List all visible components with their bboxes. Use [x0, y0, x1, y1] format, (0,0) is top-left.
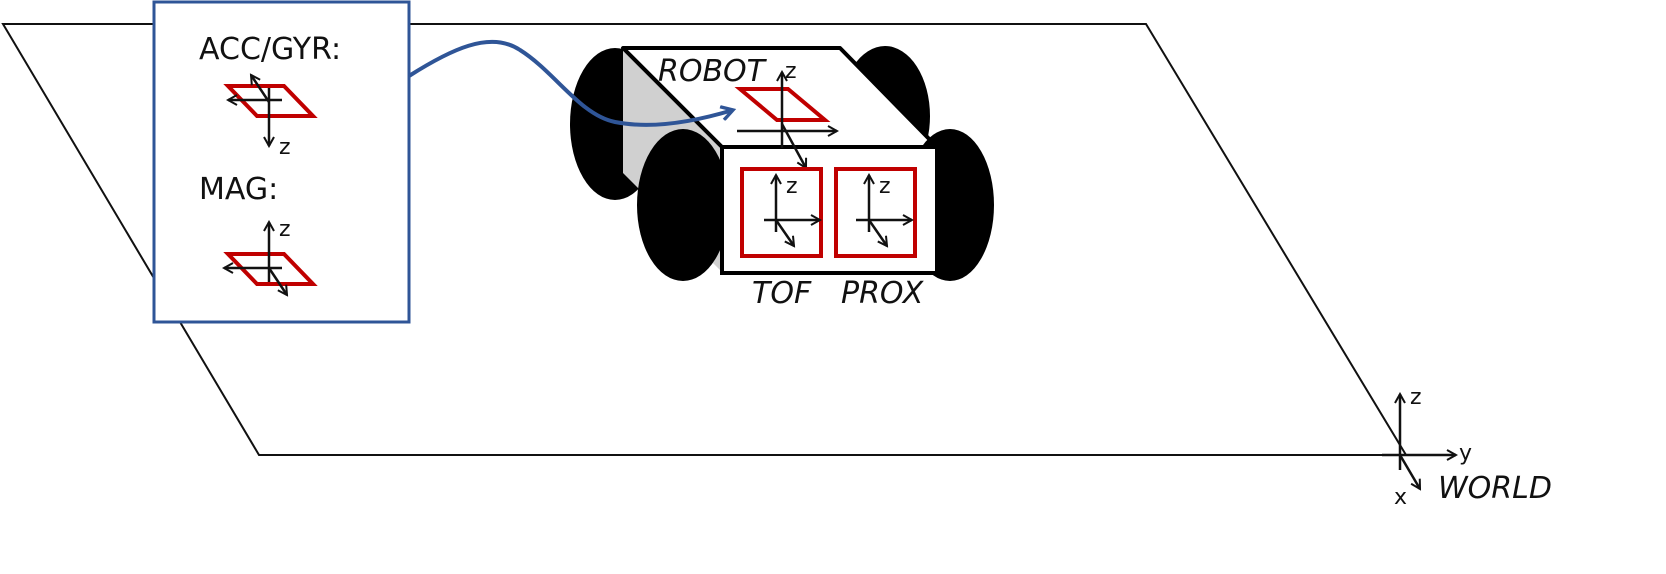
wheel-front-left [637, 129, 729, 281]
mag-x-axis [267, 267, 287, 295]
mag-z-label: z [279, 217, 291, 242]
world-frame: z y x WORLD [1382, 385, 1552, 510]
inset-connector-arrow [407, 39, 733, 127]
imu-inset: ACC/GYR: z MAG: z [152, 0, 411, 324]
prox-x-axis [867, 219, 887, 246]
world-z-label: z [1410, 385, 1422, 410]
world-label: WORLD [1438, 471, 1552, 506]
prox-label: PROX [841, 276, 925, 311]
robot-frame: z [734, 59, 837, 168]
tof-sensor-box [740, 167, 823, 258]
tof-sensor: z [740, 167, 823, 258]
acc-gyr-z-label: z [279, 135, 291, 160]
tof-label: TOF [752, 276, 812, 311]
world-x-label: x [1394, 485, 1407, 510]
acc-gyr-label: ACC/GYR: [199, 32, 341, 67]
robot-sensor-plate [734, 87, 831, 122]
mag-frame: z [223, 217, 318, 295]
prox-sensor-box [834, 167, 917, 258]
tof-z-label: z [786, 174, 798, 199]
acc-gyr-plate [223, 84, 318, 118]
robot-label: ROBOT [658, 54, 768, 89]
tof-x-axis [774, 219, 794, 246]
world-y-label: y [1459, 441, 1472, 466]
world-x-axis [1398, 454, 1422, 489]
robot: z z z ROBOT TOF PROX [570, 46, 994, 311]
robot-x-axis [780, 123, 808, 168]
acc-gyr-x-axis [251, 75, 271, 103]
acc-gyr-frame: z [223, 75, 318, 160]
robot-z-label: z [785, 59, 797, 84]
prox-z-label: z [879, 174, 891, 199]
mag-plate [223, 252, 318, 286]
prox-sensor: z [834, 167, 917, 258]
mag-label: MAG: [199, 172, 278, 207]
